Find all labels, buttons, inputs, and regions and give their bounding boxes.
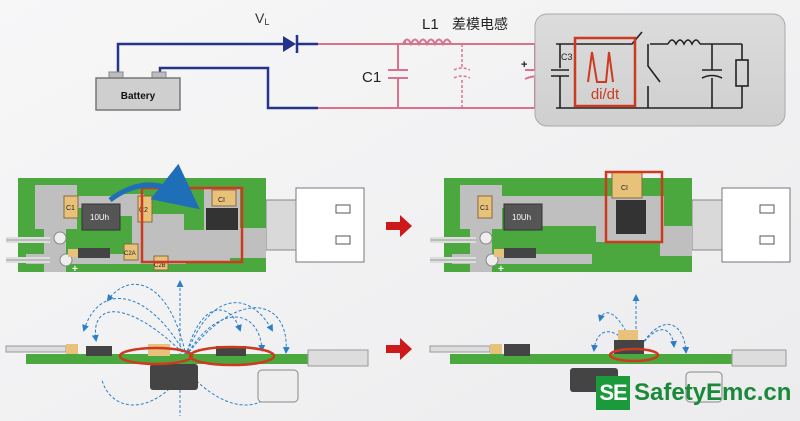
l1-label: L1	[422, 16, 439, 33]
wire-top-left	[116, 42, 268, 78]
dashed-inductor	[453, 44, 471, 108]
pcb-before-layout: C1 10Uh C2 C2A C2B + CI	[6, 163, 365, 275]
loop-ellipse-after	[608, 347, 660, 363]
chip-label-before: CI	[218, 197, 225, 204]
inductor-before	[81, 203, 121, 231]
inductor-after	[503, 203, 543, 231]
didt-highlight: di/dt	[573, 36, 637, 108]
c2-label-before: C2	[139, 207, 148, 214]
inductor-label-after: 10Uh	[512, 213, 531, 222]
chip-before	[206, 208, 238, 230]
converter-box	[534, 13, 786, 127]
battery-label: Battery	[121, 91, 156, 102]
watermark-badge: SE	[596, 376, 630, 410]
watermark-logo: SE SafetyEmc.cn	[596, 376, 791, 410]
loop-ellipse-before-2	[188, 345, 276, 367]
chip-after	[616, 200, 646, 234]
battery-icon: Battery	[95, 71, 181, 111]
capacitor-c1	[388, 44, 408, 108]
side-view-before	[5, 280, 369, 416]
wire-bottom-left	[158, 66, 318, 110]
converter-schematic	[551, 31, 749, 109]
usb-connector-before	[295, 187, 365, 263]
chip-label-after: CI	[621, 185, 628, 192]
pcb-after-layout: C1 10Uh + CI	[430, 170, 791, 275]
c2a-label: C2A	[124, 251, 136, 257]
arrow-right-bottom	[386, 338, 412, 360]
plus-before: +	[72, 264, 78, 275]
inductor-l1	[402, 38, 452, 47]
inductor-label-before: 10Uh	[90, 213, 109, 222]
side-board-before	[26, 354, 308, 364]
c2-plus: +	[521, 59, 527, 71]
side-board-after	[450, 354, 732, 364]
plus-after: +	[498, 264, 504, 275]
c1-label: C1	[362, 69, 381, 86]
vl-label: VL	[255, 10, 269, 27]
loop-ellipse-before-1	[118, 346, 194, 366]
circuit-schematic: VL Battery C1 L1 差模电感	[95, 10, 786, 127]
watermark-text: SafetyEmc.cn	[634, 379, 792, 406]
current-arc-arrow	[108, 163, 200, 210]
diode-symbol	[268, 35, 318, 53]
c3-label: C3	[561, 52, 573, 62]
current-loop-highlight-after	[604, 170, 664, 244]
arrow-right-top	[386, 215, 412, 237]
l1-caption: 差模电感	[452, 16, 508, 32]
c2b-label: C2B	[154, 263, 166, 269]
didt-label: di/dt	[591, 86, 620, 103]
c1-label-after: C1	[480, 205, 489, 212]
c1-label-before: C1	[66, 205, 75, 212]
usb-connector-after	[721, 187, 791, 263]
side-view-after	[429, 294, 787, 403]
